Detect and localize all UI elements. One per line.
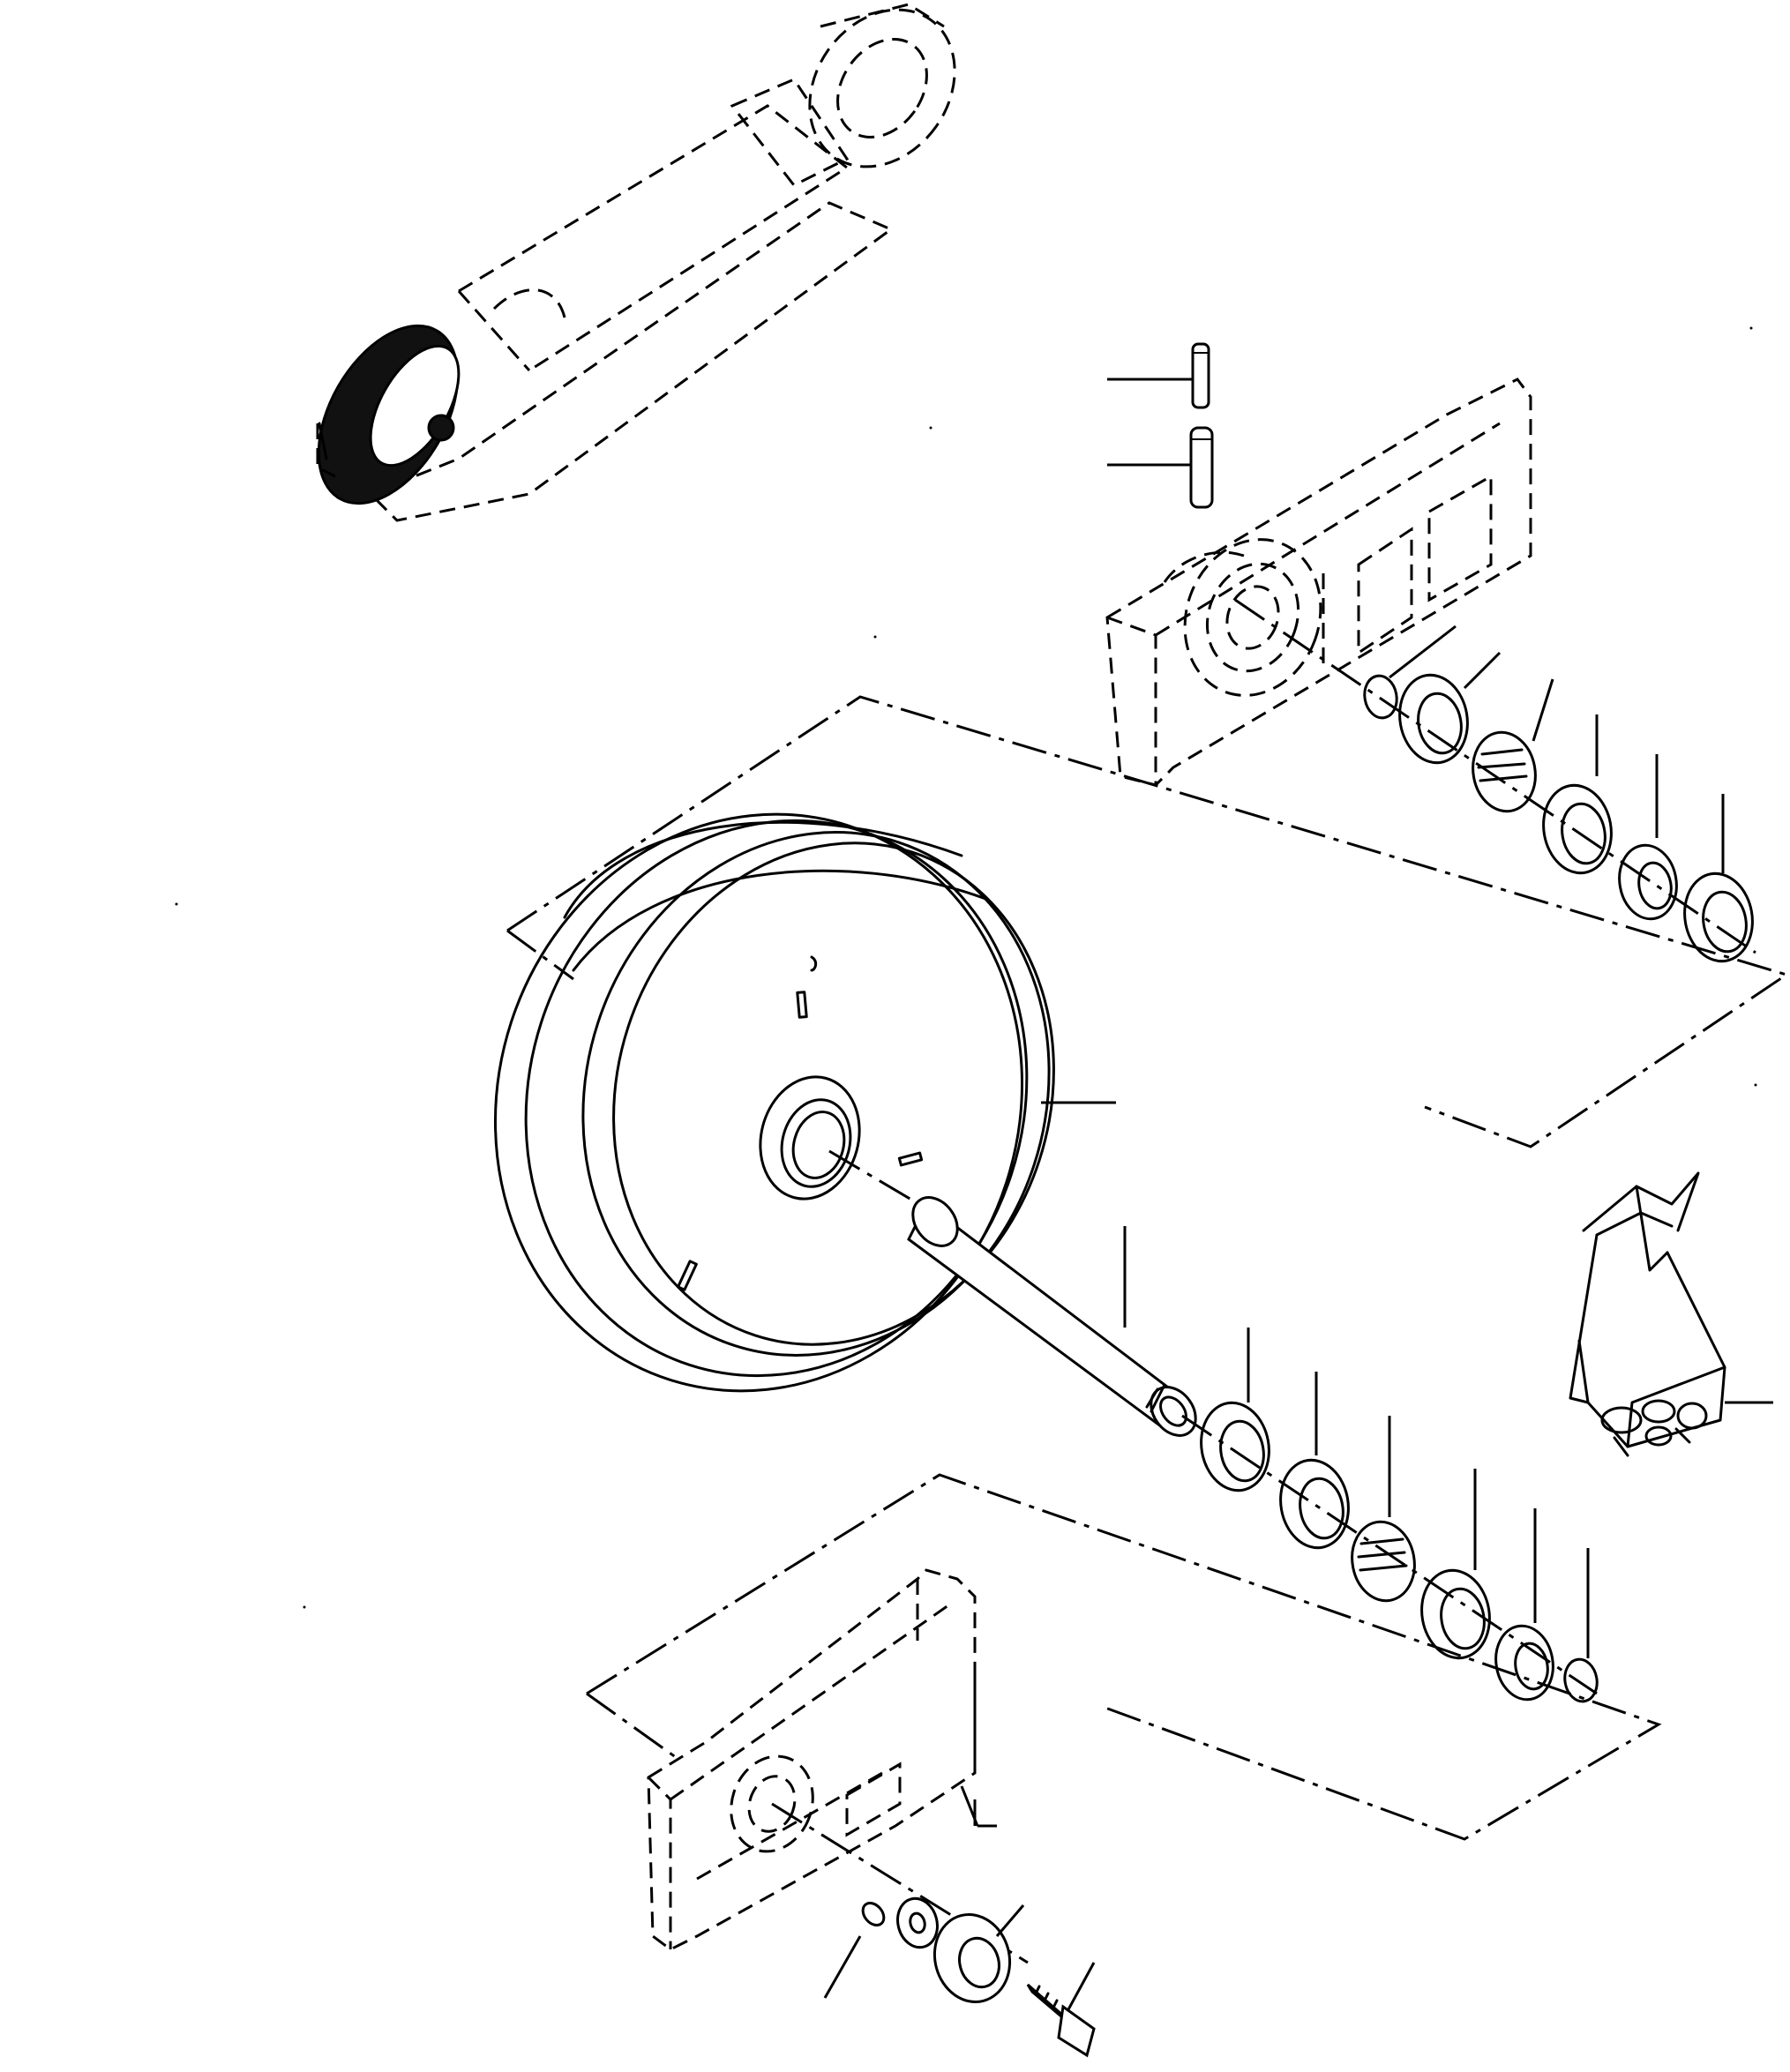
small-pin [861, 1901, 886, 1927]
track-frame-overview [316, 3, 956, 522]
idler-enclosure-outline [506, 695, 1790, 1148]
centerline-hub [828, 1149, 927, 1210]
bolt [1026, 1983, 1096, 2058]
lower-leaders [1247, 1328, 1590, 1658]
lower-bearing-bracket [647, 1568, 977, 1951]
scan-specks [175, 326, 1757, 1609]
washer [896, 1896, 939, 1949]
lower-enclosure-outline-left [586, 1692, 680, 1762]
lower-enclosure-outline [586, 1473, 1662, 1841]
spring-pin-lower [1189, 426, 1214, 509]
centerline-lower [1181, 1414, 1598, 1695]
lower-leaders-bottom [823, 1785, 1096, 2012]
flange-collar [932, 1912, 1012, 2004]
parts-bag [1569, 1171, 1726, 1457]
spring-pin-upper [1191, 342, 1210, 409]
lower-seal-stack [1200, 1401, 1599, 1703]
idler-wheel [493, 812, 1055, 1393]
centerline-upper [1234, 598, 1756, 954]
upper-leaders [1389, 625, 1725, 873]
idler-shaft [907, 1196, 1197, 1437]
upper-seal-stack [1363, 673, 1754, 963]
